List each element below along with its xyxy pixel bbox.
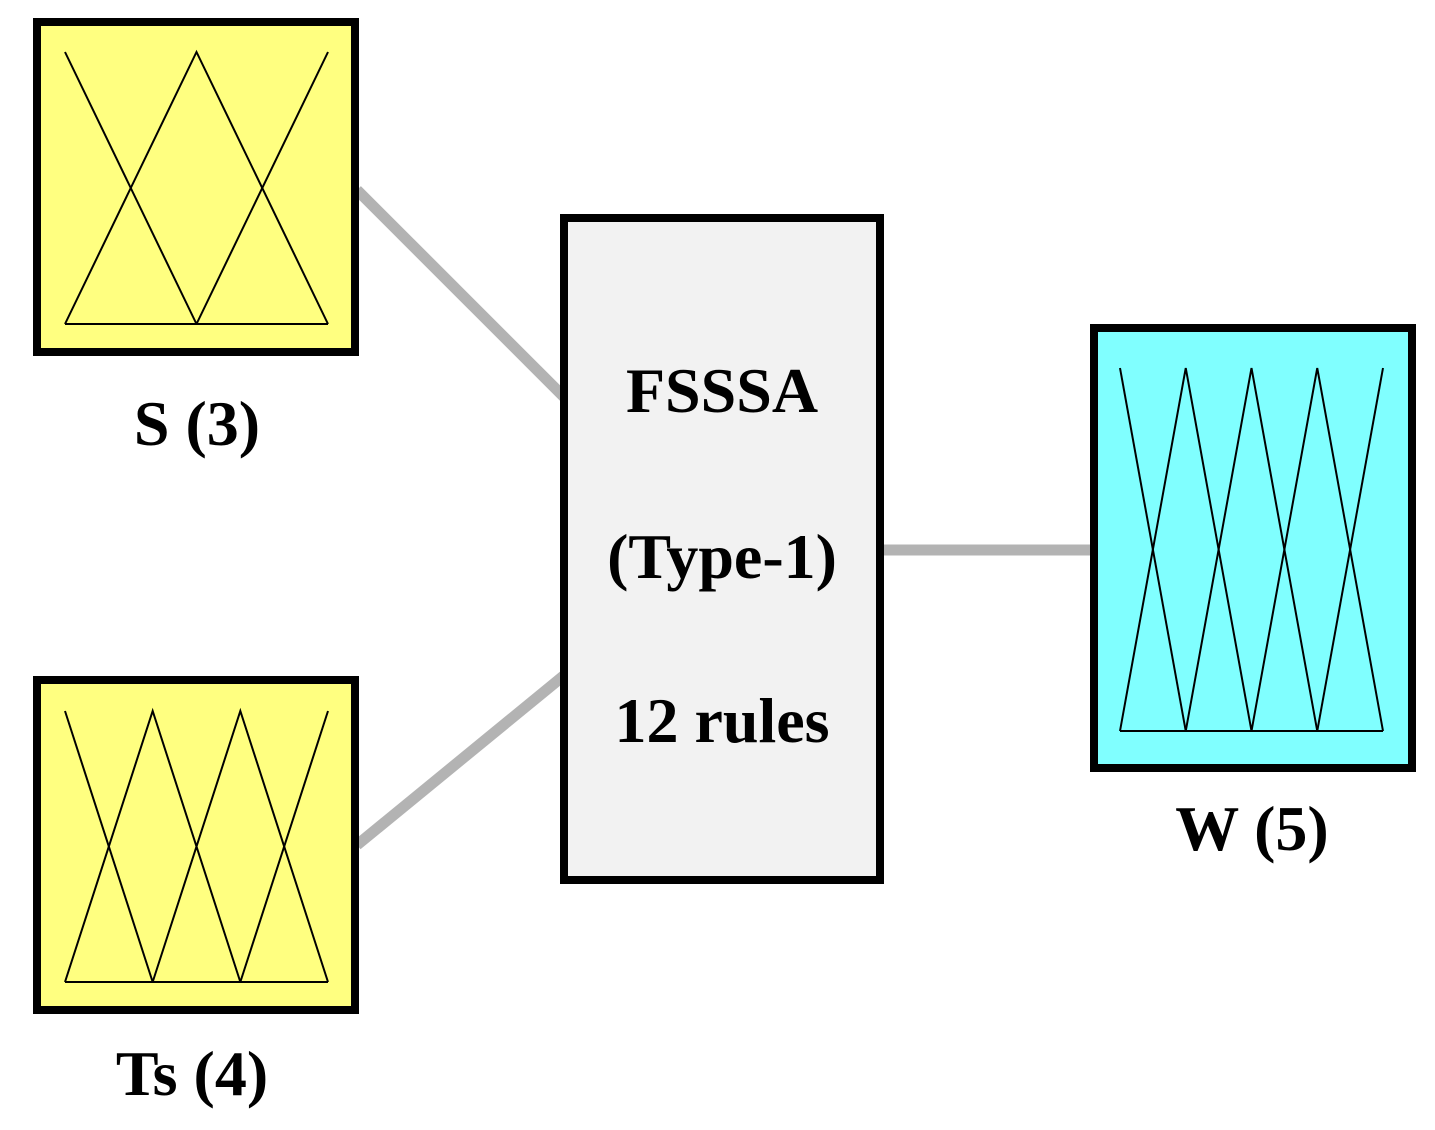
membership-function-triangle <box>1119 367 1253 732</box>
membership-function-triangle <box>1184 367 1319 732</box>
fuzzy-system-block[interactable]: FSSSA (Type-1) 12 rules <box>560 214 884 884</box>
input-block-s[interactable]: S (3) <box>33 18 359 459</box>
system-rules: 12 rules <box>614 685 829 756</box>
connector-s-to-system <box>353 186 571 404</box>
membership-function-triangle <box>64 707 242 983</box>
membership-function-triangle <box>1316 367 1384 732</box>
membership-functions-ts <box>64 707 329 983</box>
connector-ts-to-system <box>353 668 571 850</box>
system-box <box>560 214 884 884</box>
membership-function-triangle <box>195 51 329 325</box>
membership-functions-w <box>1119 367 1384 732</box>
input-box-s <box>33 18 359 356</box>
membership-function-triangle <box>151 707 329 983</box>
system-name: FSSSA <box>626 355 818 426</box>
membership-function-triangle <box>64 49 329 325</box>
output-box-w <box>1090 324 1416 772</box>
membership-functions-s <box>64 49 329 325</box>
output-block-w[interactable]: W (5) <box>1090 324 1416 864</box>
membership-function-triangle <box>239 710 329 983</box>
input-label-ts: Ts (4) <box>116 1038 268 1109</box>
membership-function-triangle <box>1250 367 1384 732</box>
system-type: (Type-1) <box>607 521 837 592</box>
input-block-ts[interactable]: Ts (4) <box>33 676 359 1109</box>
input-label-s: S (3) <box>134 388 260 459</box>
output-label-w: W (5) <box>1175 793 1328 864</box>
